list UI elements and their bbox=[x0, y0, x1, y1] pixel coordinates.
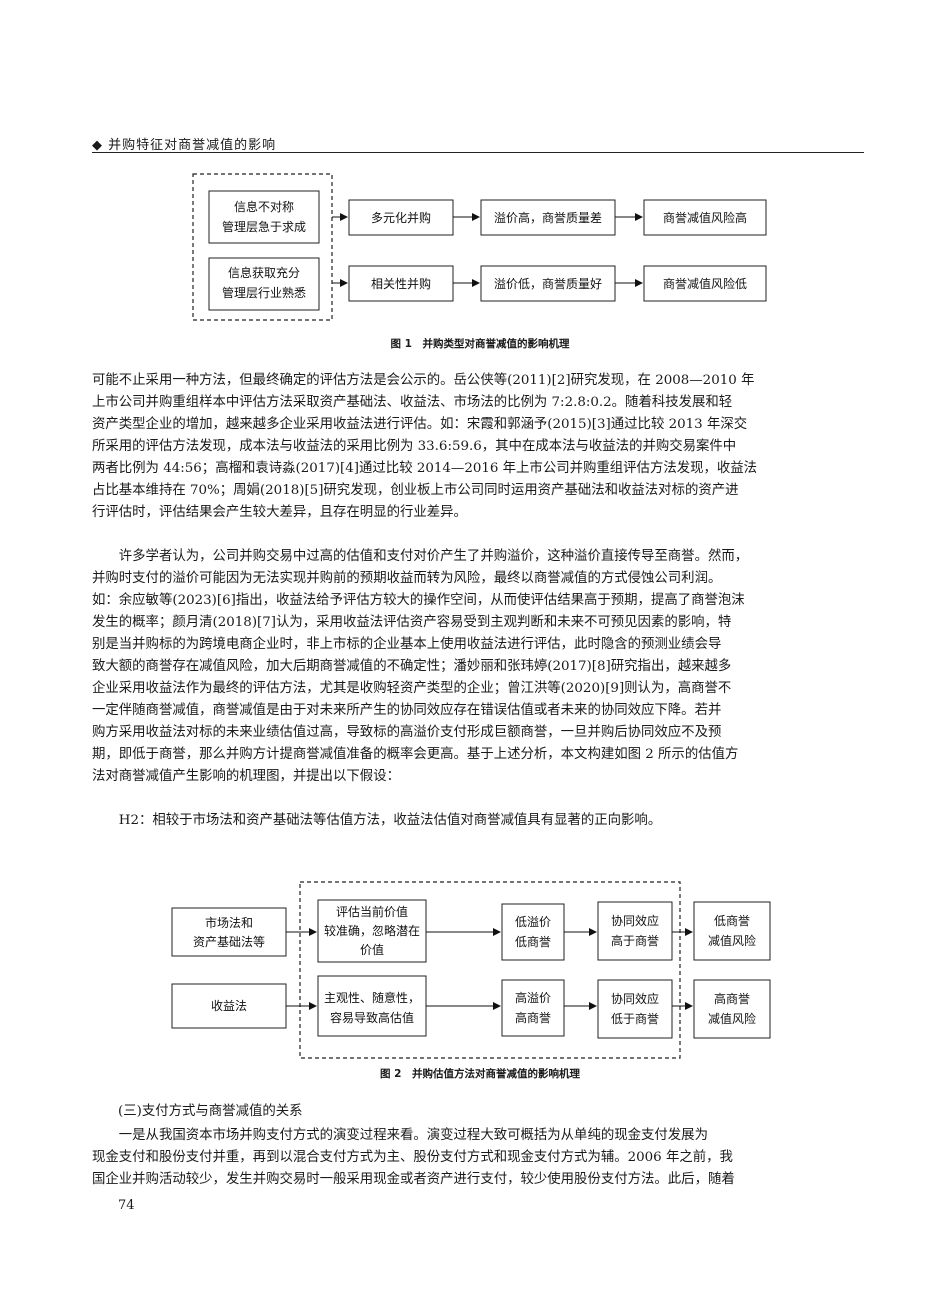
paragraph-line: 国企业并购活动较少，发生并购交易时一般采用现金或者资产进行支付，较少使用股份支付… bbox=[92, 1172, 735, 1187]
svg-text:市场法和: 市场法和 bbox=[205, 915, 253, 930]
paragraph-1: 可能不止采用一种方法，但最终确定的评估方法是会公示的。岳公侠等(2011)[2]… bbox=[92, 370, 864, 524]
svg-text:低商誉: 低商誉 bbox=[714, 913, 750, 928]
running-header: ◆ 并购特征对商誉减值的影响 bbox=[92, 134, 864, 154]
paragraph-line: 企业采用收益法作为最终的评估方法，尤其是收购轻资产类型的企业；曾江洪等(2020… bbox=[92, 681, 732, 696]
paragraph-2: 许多学者认为，公司并购交易中过高的估值和支付对价产生了并购溢价，这种溢价直接传导… bbox=[92, 546, 864, 788]
fig2-dashed-frame bbox=[299, 881, 681, 1059]
page-number: 74 bbox=[118, 1198, 135, 1213]
hypothesis-text: H2：相较于市场法和资产基础法等估值方法，收益法估值对商誉减值具有显著的正向影响… bbox=[92, 813, 662, 828]
svg-text:容易导致高估值: 容易导致高估值 bbox=[330, 1010, 414, 1025]
hypothesis-h2: H2：相较于市场法和资产基础法等估值方法，收益法估值对商誉减值具有显著的正向影响… bbox=[92, 810, 864, 832]
svg-text:管理层行业熟悉: 管理层行业熟悉 bbox=[222, 285, 306, 300]
paragraph-line: 期，即低于商誉，那么并购方计提商誉减值准备的概率会更高。基于上述分析，本文构建如… bbox=[92, 747, 739, 762]
svg-text:资产基础法等: 资产基础法等 bbox=[193, 935, 265, 949]
svg-text:收益法: 收益法 bbox=[211, 999, 247, 1013]
svg-text:低于商誉: 低于商誉 bbox=[611, 1011, 659, 1026]
fig2-box-market: 市场法和 资产基础法等 bbox=[171, 907, 287, 957]
paragraph-line: 发生的概率；颜月清(2018)[7]认为，采用收益法评估资产容易受到主观判断和未… bbox=[92, 615, 732, 630]
svg-text:相关性并购: 相关性并购 bbox=[371, 276, 431, 291]
svg-text:商誉减值风险低: 商誉减值风险低 bbox=[663, 276, 747, 291]
paragraph-line: 一是从我国资本市场并购支付方式的演变过程来看。演变过程大致可概括为从单纯的现金支… bbox=[92, 1128, 708, 1143]
paragraph-line: 致大额的商誉存在减值风险，加大后期商誉减值的不确定性；潘妙丽和张玮婷(2017)… bbox=[92, 659, 732, 674]
section-title: (三)支付方式与商誉减值的关系 bbox=[118, 1104, 303, 1119]
svg-text:减值风险: 减值风险 bbox=[708, 933, 756, 948]
svg-text:多元化并购: 多元化并购 bbox=[371, 210, 431, 225]
fig1-box-related: 相关性并购 bbox=[348, 265, 454, 302]
figure-2-diagram: 市场法和 资产基础法等 收益法 评估当前价值 较准确，忽略潜在 价值 主观性、随… bbox=[171, 881, 771, 1059]
svg-text:管理层急于求成: 管理层急于求成 bbox=[222, 219, 306, 234]
fig2-box-accurate: 评估当前价值 较准确，忽略潜在 价值 bbox=[317, 899, 427, 963]
fig1-box-high-premium: 溢价高，商誉质量差 bbox=[480, 199, 616, 236]
paragraph-3: 一是从我国资本市场并购支付方式的演变过程来看。演变过程大致可概括为从单纯的现金支… bbox=[92, 1125, 864, 1191]
fig2-box-high-premium: 高溢价 高商誉 bbox=[501, 979, 565, 1037]
fig1-box-info-asymmetry: 信息不对称 管理层急于求成 bbox=[208, 190, 320, 244]
header-title: ◆ 并购特征对商誉减值的影响 bbox=[92, 134, 276, 153]
paragraph-line: 所采用的评估方法发现，成本法与收益法的采用比例为 33.6:59.6，其中在成本… bbox=[92, 439, 737, 454]
header-bullet-icon: ◆ bbox=[92, 138, 103, 153]
fig2-box-income: 收益法 bbox=[171, 983, 287, 1029]
figure-1-caption: 图 1 并购类型对商誉减值的影响机理 bbox=[390, 338, 570, 350]
fig1-box-low-risk: 商誉减值风险低 bbox=[643, 265, 767, 302]
header-rule bbox=[92, 152, 864, 153]
paragraph-line: 别是当并购标的为跨境电商企业时，非上市标的企业基本上使用收益法进行评估，此时隐含… bbox=[92, 637, 722, 652]
svg-text:高溢价: 高溢价 bbox=[515, 990, 551, 1005]
paragraph-line: 一定伴随商誉减值，商誉减值是由于对未来所产生的协同效应存在错误估值或者未来的协同… bbox=[92, 703, 722, 718]
paragraph-line: 并购时支付的溢价可能因为无法实现并购前的预期收益而转为风险，最终以商誉减值的方式… bbox=[92, 571, 722, 586]
svg-text:减值风险: 减值风险 bbox=[708, 1011, 756, 1026]
paragraph-line: 两者比例为 44:56；高榴和袁诗淼(2017)[4]通过比较 2014—201… bbox=[92, 461, 758, 476]
paragraph-line: 如：余应敏等(2023)[6]指出，收益法给予评估方较大的操作空间，从而使评估结… bbox=[92, 593, 745, 608]
paragraph-line: 现金支付和股份支付并重，再到以混合支付方式为主、股份支付方式和现金支付方式为辅。… bbox=[92, 1150, 733, 1165]
fig2-box-synergy-low: 协同效应 低于商誉 bbox=[597, 979, 673, 1039]
fig1-box-high-risk: 商誉减值风险高 bbox=[643, 199, 767, 236]
svg-text:主观性、随意性，: 主观性、随意性， bbox=[324, 990, 420, 1005]
svg-text:低商誉: 低商誉 bbox=[515, 934, 551, 949]
header-title-text: 并购特征对商誉减值的影响 bbox=[108, 138, 277, 153]
svg-text:评估当前价值: 评估当前价值 bbox=[336, 904, 408, 919]
fig1-dashed-frame bbox=[192, 173, 333, 321]
svg-text:低溢价: 低溢价 bbox=[515, 915, 551, 929]
figure-2-caption: 图 2 并购估值方法对商誉减值的影响机理 bbox=[380, 1068, 580, 1080]
fig1-box-low-premium: 溢价低，商誉质量好 bbox=[480, 265, 616, 302]
figure-1-diagram: 信息不对称 管理层急于求成 信息获取充分 管理层行业熟悉 多元化并购 相关性并购… bbox=[192, 173, 767, 321]
paragraph-line: 法对商誉减值产生影响的机理图，并提出以下假设： bbox=[92, 769, 400, 784]
paragraph-line: 上市公司并购重组样本中评估方法采取资产基础法、收益法、市场法的比例为 7:2.8… bbox=[92, 395, 733, 410]
paragraph-line: 可能不止采用一种方法，但最终确定的评估方法是会公示的。岳公侠等(2011)[2]… bbox=[92, 373, 755, 388]
svg-text:高商誉: 高商誉 bbox=[714, 991, 750, 1006]
svg-text:协同效应: 协同效应 bbox=[611, 991, 659, 1006]
svg-text:商誉减值风险高: 商誉减值风险高 bbox=[663, 210, 747, 225]
fig2-box-subjective: 主观性、随意性， 容易导致高估值 bbox=[317, 975, 427, 1037]
fig2-box-low-premium: 低溢价 低商誉 bbox=[501, 903, 565, 961]
fig1-box-diversified: 多元化并购 bbox=[348, 199, 454, 236]
fig1-box-info-access: 信息获取充分 管理层行业熟悉 bbox=[208, 257, 320, 311]
fig2-box-high-risk: 高商誉 减值风险 bbox=[693, 979, 771, 1039]
svg-text:信息获取充分: 信息获取充分 bbox=[228, 265, 300, 280]
paragraph-line: 占比基本维持在 70%；周娟(2018)[5]研究发现，创业板上市公司同时运用资… bbox=[92, 483, 739, 498]
paragraph-line: 购方采用收益法对标的未来业绩估值过高，导致标的高溢价支付形成巨额商誉，一旦并购后… bbox=[92, 725, 722, 740]
paragraph-line: 资产类型企业的增加，越来越多企业采用收益法进行评估。如：宋霞和郭涵予(2015)… bbox=[92, 417, 748, 432]
paragraph-line: 行评估时，评估结果会产生较大差异，且存在明显的行业差异。 bbox=[92, 505, 467, 520]
svg-text:协同效应: 协同效应 bbox=[611, 913, 659, 928]
svg-text:溢价低，商誉质量好: 溢价低，商誉质量好 bbox=[494, 276, 602, 291]
svg-text:高于商誉: 高于商誉 bbox=[611, 933, 659, 948]
svg-text:信息不对称: 信息不对称 bbox=[234, 199, 294, 214]
fig2-box-low-risk: 低商誉 减值风险 bbox=[693, 901, 771, 961]
svg-text:高商誉: 高商誉 bbox=[515, 1010, 551, 1025]
paragraph-line: 许多学者认为，公司并购交易中过高的估值和支付对价产生了并购溢价，这种溢价直接传导… bbox=[92, 549, 749, 564]
svg-text:价值: 价值 bbox=[360, 942, 384, 957]
svg-text:溢价高，商誉质量差: 溢价高，商誉质量差 bbox=[494, 210, 602, 225]
fig2-box-synergy-high: 协同效应 高于商誉 bbox=[597, 901, 673, 961]
svg-text:较准确，忽略潜在: 较准确，忽略潜在 bbox=[324, 923, 420, 938]
